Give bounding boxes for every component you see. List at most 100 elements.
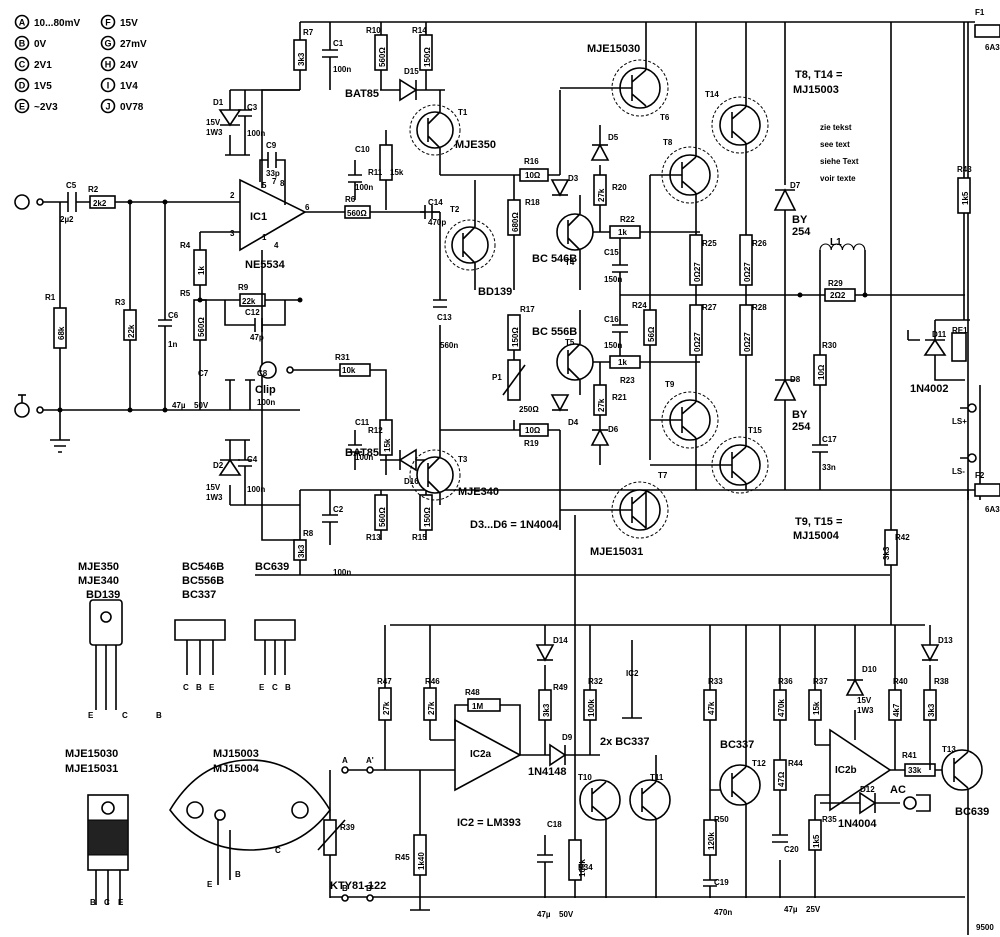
connector-label: A [342, 756, 348, 765]
resistor-r7 [293, 39, 307, 71]
resistor-value: 1k5 [961, 191, 970, 205]
component-label: 1N4004 [838, 818, 877, 830]
transistor-t3 [416, 456, 454, 494]
component-label: LS- [952, 467, 965, 476]
resistor-value: 10Ω [525, 171, 541, 180]
ac-terminal [903, 796, 917, 810]
resistor-value: 0Ω27 [743, 332, 752, 352]
package-to92-b [254, 619, 296, 641]
package-drawings [87, 599, 331, 905]
resistor-value: 3k3 [882, 546, 891, 560]
legend-value: 1V5 [34, 81, 52, 92]
resistor-value: 15k [383, 438, 392, 452]
component-label: 15V [206, 483, 221, 492]
resistor-ref: R33 [708, 677, 723, 686]
capacitor-value: 33p [266, 169, 280, 178]
resistor-value: 0Ω27 [693, 332, 702, 352]
input-terminal [14, 194, 30, 210]
resistor-value: 560Ω [378, 47, 387, 67]
resistor-ref: R32 [588, 677, 603, 686]
legend-key: B [19, 39, 26, 49]
resistor-value: 1M [472, 702, 483, 711]
component-labels: R168kR22k2R322kR41kR5560ΩR6560ΩR73k3R83k… [45, 8, 1000, 932]
pin-number: 7 [272, 177, 277, 186]
resistor-value: 27k [597, 188, 606, 202]
resistor-value: 15k [812, 701, 821, 715]
transistor-t13 [941, 749, 983, 791]
component-label: T12 [752, 759, 766, 768]
component-label: RE1 [952, 326, 968, 335]
capacitor-value: 100n [355, 453, 373, 462]
legend-marker [14, 77, 30, 93]
component-label: T3 [458, 455, 468, 464]
resistor-r4 [193, 249, 207, 286]
package-pin: E [118, 898, 124, 907]
opamp-ic2b [829, 728, 892, 812]
pin-number: 1 [262, 233, 267, 242]
zener-d1 [218, 109, 242, 127]
resistor-r1 [53, 307, 67, 349]
led-d13 [920, 644, 940, 662]
pin-number: 4 [274, 241, 279, 250]
transistor-t1 [416, 111, 454, 149]
driver-stage [259, 22, 560, 561]
component-label: MJE15031 [590, 546, 643, 558]
note-text: siehe Text [820, 157, 859, 166]
capacitor-ref: C5 [66, 181, 77, 190]
resistor-ref: R18 [525, 198, 540, 207]
diode-d16 [398, 448, 417, 472]
capacitor-ref: C10 [355, 145, 370, 154]
resistor-value: 27k [427, 701, 436, 715]
resistor-r3 [123, 309, 137, 341]
resistor-value: 3k3 [297, 544, 306, 558]
component-label: D4 [568, 418, 579, 427]
note-text: see text [820, 140, 850, 149]
note-text: voir texte [820, 174, 856, 183]
component-label: D12 [860, 785, 875, 794]
capacitor-value: 1n [168, 340, 177, 349]
note-text: MJ15004 [793, 530, 840, 542]
resistor-r31 [339, 363, 371, 377]
figure-number: 9500 [976, 923, 994, 932]
capacitor-ref: C11 [355, 418, 370, 427]
resistor-ref: R43 [957, 165, 972, 174]
capacitor-ref: C2 [333, 505, 344, 514]
legend-marker [14, 35, 30, 51]
component-label: LS+ [952, 417, 967, 426]
resistor-ref: R19 [524, 439, 539, 448]
resistor-ref: R47 [377, 677, 392, 686]
relay-section [884, 22, 1000, 625]
component-label: T8 [663, 138, 673, 147]
legend-value: 10...80mV [34, 18, 80, 29]
zener-d10 [845, 678, 865, 696]
package-pin: E [207, 880, 213, 889]
resistor-r29 [824, 288, 856, 302]
component-label: 254 [792, 421, 811, 433]
diode-d3 [550, 179, 570, 197]
package-pin: E [259, 683, 265, 692]
resistor-ref: R30 [822, 341, 837, 350]
component-label: BY [792, 214, 808, 226]
component-label: BD139 [478, 286, 512, 298]
component-label: D1 [213, 98, 224, 107]
capacitor-value: 470p [428, 218, 446, 227]
resistor-ref: R49 [553, 683, 568, 692]
note-text: D3...D6 = 1N4004 [470, 519, 559, 531]
capacitor-ref: C17 [822, 435, 837, 444]
resistor-value: 22k [242, 297, 256, 306]
capacitor-value: 2µ2 [60, 215, 74, 224]
resistor-ref: R46 [425, 677, 440, 686]
resistor-ref: R16 [524, 157, 539, 166]
resistor-r6 [344, 205, 371, 219]
resistor-value: 100k [578, 859, 587, 877]
resistor-ref: R4 [180, 241, 191, 250]
diode-d7 [773, 188, 797, 211]
capacitor-ref: C8 [257, 369, 268, 378]
package-to92-a [174, 619, 226, 641]
package-pin: B [196, 683, 202, 692]
resistor-ref: R27 [702, 303, 717, 312]
resistor-r35 [808, 819, 822, 851]
component-label: T10 [578, 773, 592, 782]
package-pin: C [104, 898, 110, 907]
diode-d12 [859, 791, 877, 815]
